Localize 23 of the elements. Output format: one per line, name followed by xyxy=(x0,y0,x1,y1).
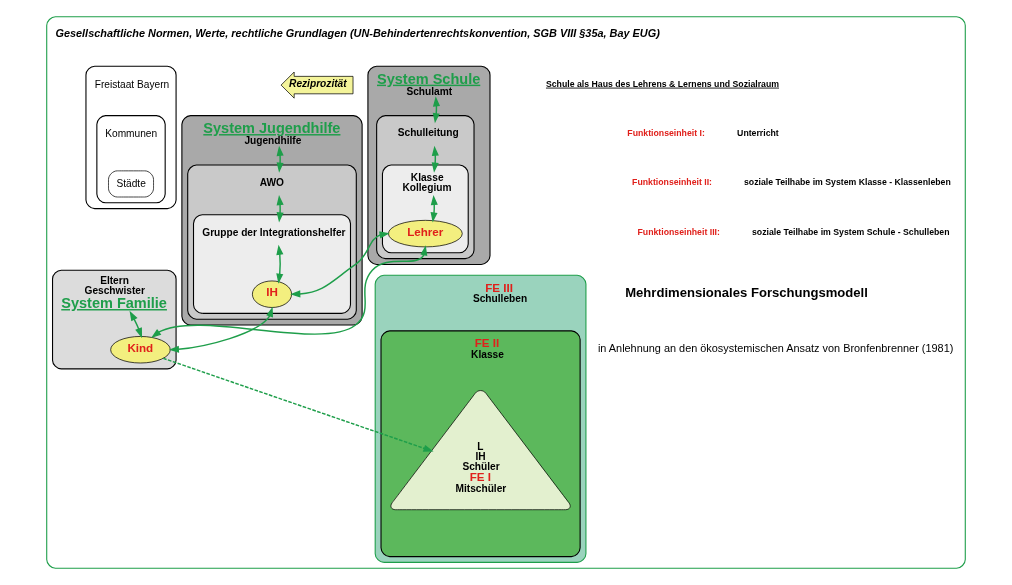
node-ellipse: Lehrer xyxy=(388,219,463,248)
label: Funktionseinheit I: xyxy=(627,128,705,139)
label: Schule als Haus des Lehrens & Lernens und Sozialraum xyxy=(545,78,780,89)
arrow xyxy=(276,244,284,284)
node-ellipse: Kind xyxy=(110,336,171,364)
arrow xyxy=(276,145,284,173)
label: Funktionseinheit III: xyxy=(637,227,720,238)
label: soziale Teilhabe im System Schule - Schulleben xyxy=(751,227,950,238)
node-label: System Familie xyxy=(61,295,167,312)
arrow xyxy=(151,245,428,338)
arrow xyxy=(129,310,143,339)
label: Unterricht xyxy=(737,128,779,139)
label: in Anlehnung an den ökosystemischen Ansatz von Bronfenbrenner (1981) xyxy=(597,342,954,355)
label: soziale Teilhabe im System Klasse - Klassenleben xyxy=(744,177,951,188)
node-ellipse: IH xyxy=(252,280,292,308)
arrow xyxy=(430,194,438,223)
node-box: Städte xyxy=(108,170,154,198)
arrow xyxy=(168,306,273,353)
arrow xyxy=(162,357,434,452)
label: Funktionseinheit II: xyxy=(632,177,713,188)
arrow xyxy=(276,194,284,223)
arrow xyxy=(290,231,390,298)
label: Mehrdimensionales Forschungsmodell xyxy=(625,284,868,300)
